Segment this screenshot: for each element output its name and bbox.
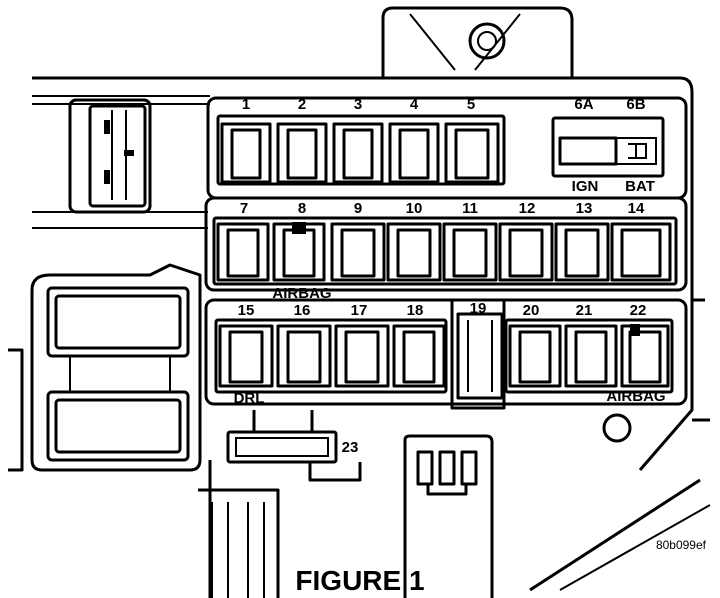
fuse-label-18: 18: [407, 302, 424, 319]
fuse-label-8: 8: [298, 200, 306, 217]
fuse-label-6b: 6B: [626, 96, 645, 113]
fuse-label-22: 22: [630, 302, 647, 319]
fuse-row-3: [204, 298, 688, 410]
top-bracket: [381, 6, 574, 78]
fuse-number-labels: 1 2 3 4 5 6A 6B 7 8 9 10 11 12 13 14 15 …: [238, 96, 647, 456]
fuse-label-2: 2: [298, 96, 306, 113]
screw-fastener: [602, 413, 632, 443]
fuse-label-12: 12: [519, 200, 536, 217]
circuit-labels: IGN BAT AIRBAG DRL AIRBAG: [234, 178, 666, 407]
fuse-label-14: 14: [628, 200, 645, 217]
fuse-label-4: 4: [410, 96, 419, 113]
fuse-label-7: 7: [240, 200, 248, 217]
fuse-label-1: 1: [242, 96, 250, 113]
fuse-label-20: 20: [523, 302, 540, 319]
fuse-label-3: 3: [354, 96, 362, 113]
fuse-label-5: 5: [467, 96, 475, 113]
fuse-label-13: 13: [576, 200, 593, 217]
fuse-label-21: 21: [576, 302, 593, 319]
fuse-label-11: 11: [462, 200, 478, 217]
figure-code: 80b099ef: [656, 538, 707, 552]
fuse-row-2: [204, 196, 688, 292]
fuse-label-23: 23: [342, 439, 359, 456]
fuse-label-16: 16: [294, 302, 311, 319]
bottom-connectors: [198, 434, 494, 598]
airbag-label-fuse-22: AIRBAG: [606, 388, 665, 405]
ign-label: IGN: [572, 178, 599, 195]
fuse-label-9: 9: [354, 200, 362, 217]
ign-bat-switch: [551, 116, 665, 178]
left-connector-block: [8, 263, 202, 472]
fuse-slots-row-1: [220, 122, 500, 184]
figure-caption: FIGURE 1: [295, 565, 424, 596]
fuse-label-10: 10: [406, 200, 423, 217]
fuse-label-15: 15: [238, 302, 255, 319]
left-relay: [68, 98, 152, 214]
bat-label: BAT: [625, 178, 655, 195]
airbag-label-fuse-8: AIRBAG: [272, 285, 331, 302]
fuse-slots-row-2: [216, 222, 672, 282]
fuse-label-19: 19: [470, 300, 487, 317]
fuse-label-17: 17: [351, 302, 368, 319]
drl-label: DRL: [234, 390, 265, 407]
fuse-slots-row-3: [218, 324, 670, 388]
fuse-23-block: [226, 410, 338, 464]
fuse-label-6a: 6A: [574, 96, 593, 113]
housing-outline: [32, 76, 711, 592]
